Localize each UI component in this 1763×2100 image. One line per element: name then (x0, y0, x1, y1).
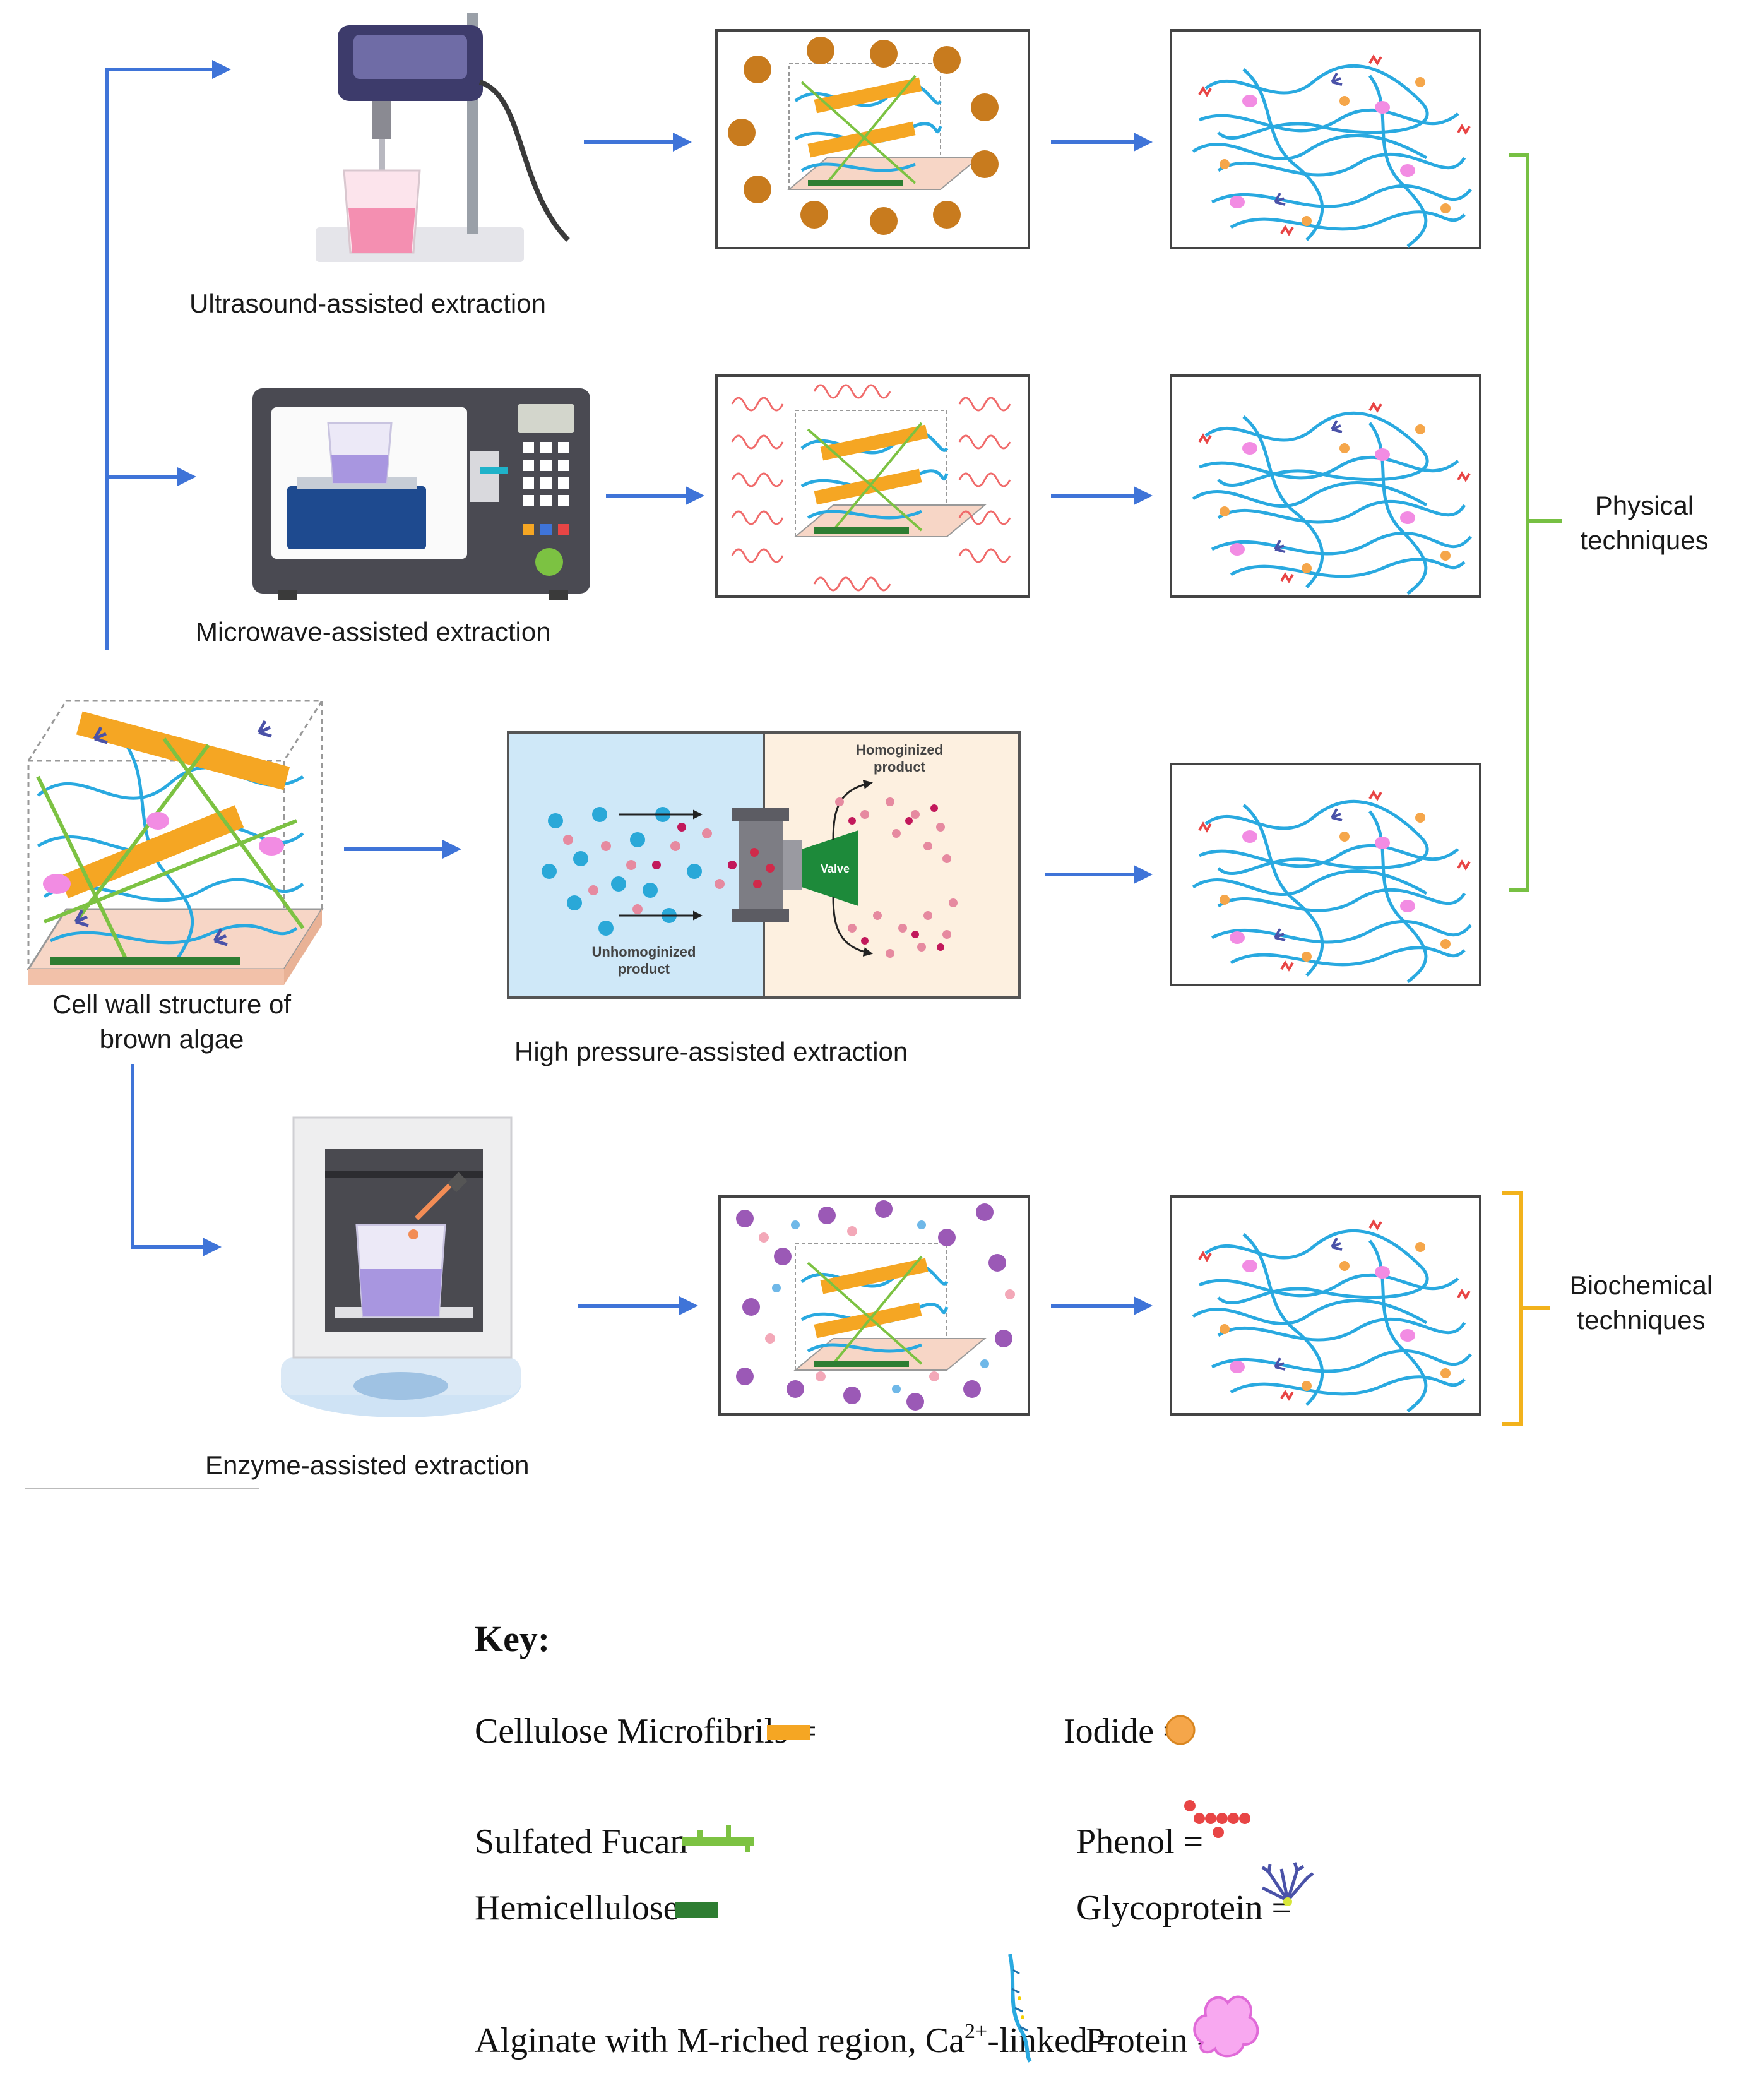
biochemical-label-line1: Biochemical (1570, 1270, 1713, 1300)
enzyme-process-box (718, 1195, 1030, 1416)
high-pressure-label: High pressure-assisted extraction (514, 1037, 908, 1066)
key-hemicellulose-label: Hemicellulose = (475, 1888, 708, 1928)
ultrasound-product-box (1170, 29, 1481, 249)
ultrasound-device-illustration (316, 13, 570, 262)
high-pressure-illustration: Valve (507, 731, 1021, 999)
enzyme-incubator-illustration (281, 1116, 521, 1417)
key-phenol-label: Phenol = (1076, 1822, 1203, 1861)
homogenized-label-line2: product (874, 759, 926, 775)
phenol-icon (1184, 1800, 1250, 1838)
cell-wall-label-line2: brown algae (100, 1024, 244, 1054)
alginate-icon (1008, 1954, 1032, 2063)
microwave-product-box (1170, 374, 1481, 598)
high-pressure-product-box (1170, 763, 1481, 986)
microwave-process-box (715, 374, 1030, 598)
key-cellulose-label: Cellulose Microfibrils = (475, 1712, 817, 1751)
unhomogenized-label-line1: Unhomoginized (592, 944, 696, 960)
cell-wall-label-line1: Cell wall structure of (52, 989, 291, 1019)
physical-label-line2: techniques (1580, 525, 1708, 555)
cellulose-icon (767, 1725, 810, 1740)
physical-label-line1: Physical (1595, 491, 1694, 520)
iodide-icon (1165, 1715, 1196, 1745)
biochemical-label-line2: techniques (1577, 1305, 1705, 1335)
key-alginate-label: Alginate with M-riched region, Ca2+-link… (475, 2020, 1116, 2060)
hemicellulose-icon (675, 1902, 718, 1918)
microwave-illustration (252, 388, 590, 600)
key-fucan-label: Sulfated Fucan = (475, 1822, 716, 1861)
glycoprotein-icon (1261, 1862, 1314, 1906)
key-alginate-superscript: 2+ (965, 2020, 987, 2043)
cell-wall-illustration (27, 700, 324, 985)
key-alginate-text: Alginate with M-riched region, Ca (475, 2021, 965, 2060)
biochemical-bracket (1502, 1191, 1550, 1426)
key-glycoprotein-label: Glycoprotein = (1076, 1888, 1291, 1928)
key-iodide-label: Iodide = (1064, 1712, 1183, 1751)
homogenized-label-line1: Homoginized (856, 742, 943, 758)
left-flow-lines (105, 60, 461, 1256)
key-alginate-end: -linked = (987, 2021, 1116, 2060)
valve-label: Valve (821, 862, 850, 875)
enzyme-product-box (1170, 1195, 1481, 1416)
physical-bracket (1509, 153, 1562, 892)
key-title: Key: (475, 1618, 550, 1659)
enzyme-label: Enzyme-assisted extraction (205, 1450, 530, 1480)
microwave-label: Microwave-assisted extraction (196, 617, 551, 647)
protein-icon (1193, 1995, 1259, 2058)
ultrasound-label: Ultrasound-assisted extraction (189, 289, 546, 318)
ultrasound-process-box (715, 29, 1030, 249)
unhomogenized-label-line2: product (618, 961, 670, 977)
sulfated-fucan-icon (682, 1825, 754, 1852)
